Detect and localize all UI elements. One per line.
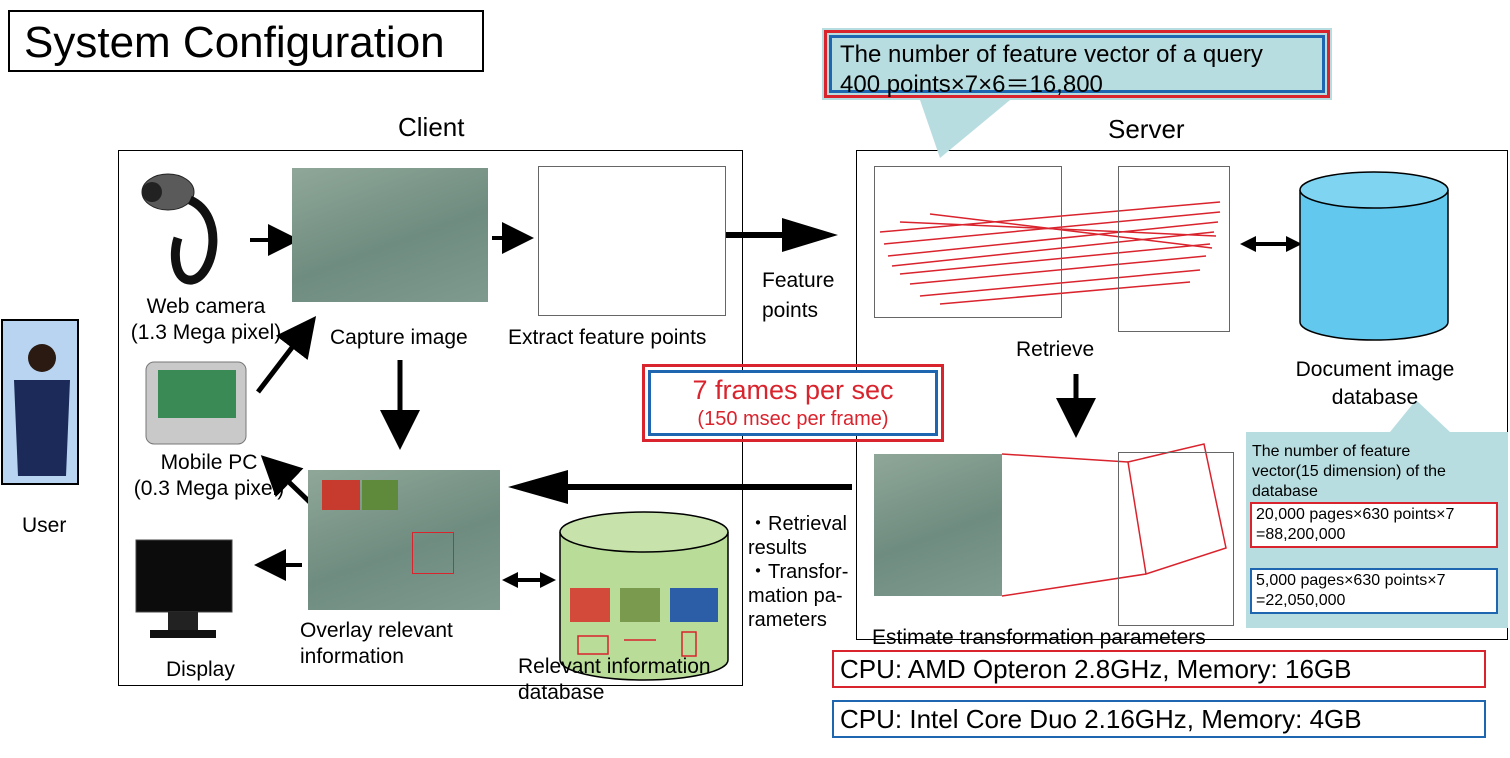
estimate-db-page [1118,452,1234,626]
query-line-2: 400 points×7×6＝16,800 [840,71,1103,98]
feature-points-label: Feature points [762,269,835,322]
overlay-thumb-sunset [322,480,360,510]
overlay-thumb-flowers [362,480,398,510]
db-info-callout: The number of feature vector(15 dimensio… [1246,432,1508,628]
document-db-label: Document image database [1295,358,1455,409]
fps-sub: (150 msec per frame) [697,408,889,430]
display-label: Display [166,658,235,681]
db-spec-blue: 5,000 pages×630 points×7 =22,050,000 [1250,568,1498,614]
overlay-label: Overlay relevant information [300,619,453,668]
results-label: ・Retrieval results ・Transfor- mation pa-… [748,513,849,631]
page-title: System Configuration [8,10,484,72]
fps-main: 7 frames per sec [692,375,894,405]
feature-points-image [538,166,726,316]
db-spec-red: 20,000 pages×630 points×7 =88,200,000 [1250,502,1498,548]
user-label: User [22,514,67,537]
cpu-spec-red: CPU: AMD Opteron 2.8GHz, Memory: 16GB [832,650,1486,688]
estimate-label: Estimate transformation parameters [872,626,1206,649]
capture-image-label: Capture image [330,326,468,349]
capture-image [292,168,488,302]
cpu-spec-blue: CPU: Intel Core Duo 2.16GHz, Memory: 4GB [832,700,1486,738]
query-callout: The number of feature vector of a query … [822,28,1332,100]
server-label: Server [1108,114,1185,144]
estimate-image [874,454,1002,596]
extract-feature-points-label: Extract feature points [508,326,707,349]
fps-box: 7 frames per sec (150 msec per frame) [642,364,944,442]
retrieve-label: Retrieve [1016,338,1095,361]
overlay-frame [412,532,454,574]
query-line-1: The number of feature vector of a query [840,41,1263,68]
client-label: Client [398,112,465,142]
retrieve-query-image [874,166,1062,318]
web-camera-label: Web camera (1.3 Mega pixel) [130,295,282,344]
retrieve-db-page [1118,166,1230,332]
relevant-db-label: Relevant information database [518,655,711,704]
mobile-pc-label: Mobile PC (0.3 Mega pixel) [133,451,285,500]
